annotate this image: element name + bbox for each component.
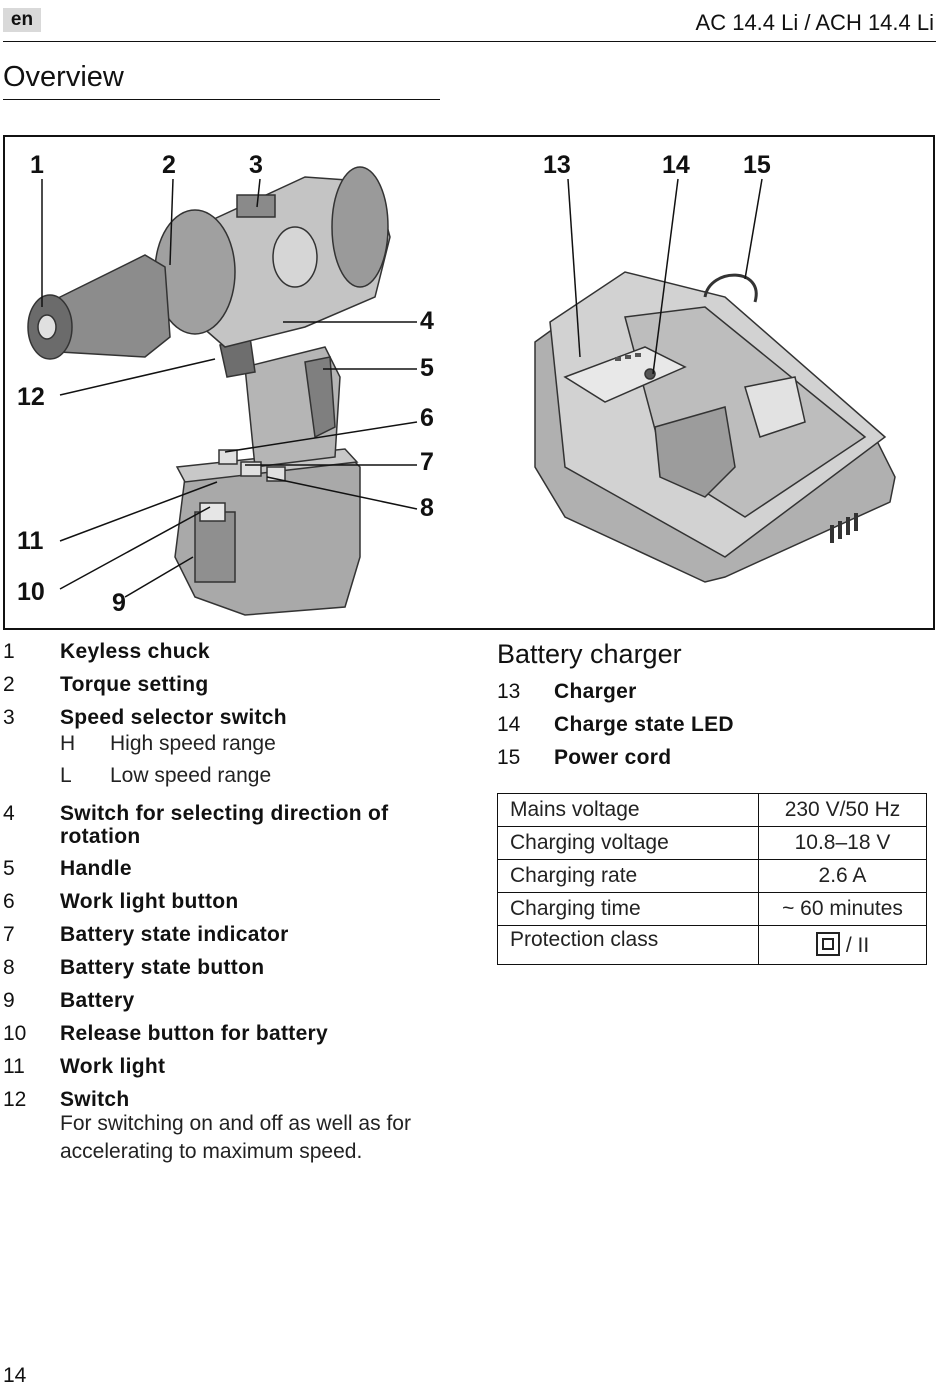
- item-label: Switch: [60, 1088, 130, 1111]
- item-number: 13: [497, 680, 521, 703]
- list-item: 15 Power cord: [497, 746, 734, 770]
- list-item: 12 Switch: [3, 1088, 473, 1112]
- double-insulation-icon: [815, 932, 840, 956]
- list-item: 9 Battery: [3, 989, 473, 1013]
- callout-15: 15: [743, 151, 771, 179]
- item-number: 15: [497, 746, 521, 769]
- item-number: 7: [3, 923, 15, 946]
- callout-10: 10: [17, 578, 45, 606]
- item-label: Power cord: [554, 746, 672, 769]
- spec-value: 2.6 A: [758, 859, 927, 893]
- item-label: Handle: [60, 857, 132, 880]
- drill-illustration: [27, 166, 391, 616]
- item-description: For switching on and off as well as for …: [60, 1112, 411, 1163]
- item-number: 1: [3, 640, 15, 663]
- sub-item-key: H: [60, 732, 76, 755]
- callout-5: 5: [420, 354, 434, 382]
- section-divider: [3, 99, 440, 100]
- spec-name: Charging rate: [497, 859, 759, 893]
- item-label: Work light button: [60, 890, 239, 913]
- table-row: Protection class / II: [497, 925, 927, 965]
- callout-1: 1: [30, 151, 44, 179]
- callout-13: 13: [543, 151, 571, 179]
- overview-figure: 1 2 3 4 5 6 7 8 9 10 11 12 13 14 15: [3, 135, 935, 630]
- item-label: Battery: [60, 989, 135, 1012]
- list-item: 13 Charger: [497, 680, 734, 704]
- item-number: 6: [3, 890, 15, 913]
- item-number: 2: [3, 673, 15, 696]
- callout-8: 8: [420, 494, 434, 522]
- list-item: 11 Work light: [3, 1055, 473, 1079]
- item-label: Release button for battery: [60, 1022, 329, 1045]
- spec-value: 230 V/50 Hz: [758, 793, 927, 827]
- sub-item: L Low speed range: [60, 764, 473, 788]
- item-label: Work light: [60, 1055, 166, 1078]
- callout-2: 2: [162, 151, 176, 179]
- item-number: 4: [3, 802, 15, 825]
- sub-item-key: L: [60, 764, 72, 787]
- spec-name: Mains voltage: [497, 793, 759, 827]
- item-label: Charger: [554, 680, 637, 703]
- list-item: 7 Battery state indicator: [3, 923, 473, 947]
- spec-value: / II: [758, 925, 927, 965]
- item-number: 3: [3, 706, 15, 729]
- list-item: 4 Switch for selecting direction of rotat…: [3, 802, 473, 848]
- callout-3: 3: [249, 151, 263, 179]
- callout-7: 7: [420, 448, 434, 476]
- spec-value: ~ 60 minutes: [758, 892, 927, 926]
- parts-list: 1 Keyless chuck 2 Torque setting 3 Speed se…: [3, 640, 473, 1166]
- spec-value: 10.8–18 V: [758, 826, 927, 860]
- item-label: Battery state indicator: [60, 923, 289, 946]
- callout-12: 12: [17, 383, 45, 411]
- item-label: Switch for selecting direction of rotati…: [60, 802, 389, 848]
- list-item: 6 Work light button: [3, 890, 473, 914]
- list-item: 10 Release button for battery: [3, 1022, 473, 1046]
- sub-item-text: High speed range: [110, 732, 276, 755]
- item-number: 5: [3, 857, 15, 880]
- document-title: AC 14.4 Li / ACH 14.4 Li: [695, 10, 934, 35]
- list-item: 2 Torque setting: [3, 673, 473, 697]
- page-number: 14: [3, 1364, 27, 1387]
- product-illustration: [27, 166, 896, 616]
- callout-6: 6: [420, 404, 434, 432]
- list-item: 8 Battery state button: [3, 956, 473, 980]
- charger-parts-list: 13 Charger 14 Charge state LED 15 Power cor…: [497, 680, 734, 779]
- section-title: Overview: [3, 61, 124, 93]
- list-item: 3 Speed selector switch: [3, 706, 473, 730]
- callout-14: 14: [662, 151, 690, 179]
- header-divider: [3, 41, 936, 42]
- table-row: Charging time~ 60 minutes: [497, 892, 927, 926]
- item-label: Battery state button: [60, 956, 265, 979]
- item-label: Torque setting: [60, 673, 209, 696]
- sub-item: H High speed range: [60, 732, 473, 756]
- spec-name: Protection class: [497, 925, 759, 965]
- callout-9: 9: [112, 589, 126, 617]
- language-badge: en: [3, 8, 41, 32]
- spec-name: Charging time: [497, 892, 759, 926]
- item-label: Charge state LED: [554, 713, 734, 736]
- list-item: 1 Keyless chuck: [3, 640, 473, 664]
- callout-leader-lines: [41, 178, 763, 598]
- item-number: 10: [3, 1022, 27, 1045]
- callout-4: 4: [420, 307, 434, 335]
- charger-heading: Battery charger: [497, 639, 682, 669]
- list-item: 14 Charge state LED: [497, 713, 734, 737]
- item-label: Keyless chuck: [60, 640, 210, 663]
- charger-illustration: [534, 271, 896, 583]
- item-number: 14: [497, 713, 521, 736]
- list-item: 5 Handle: [3, 857, 473, 881]
- spec-name: Charging voltage: [497, 826, 759, 860]
- callout-11: 11: [17, 527, 44, 555]
- item-label: Speed selector switch: [60, 706, 287, 729]
- item-number: 11: [3, 1055, 25, 1078]
- protection-class-value: / II: [845, 934, 870, 957]
- item-number: 9: [3, 989, 15, 1012]
- item-number: 12: [3, 1088, 27, 1111]
- sub-item-text: Low speed range: [110, 764, 272, 787]
- item-number: 8: [3, 956, 15, 979]
